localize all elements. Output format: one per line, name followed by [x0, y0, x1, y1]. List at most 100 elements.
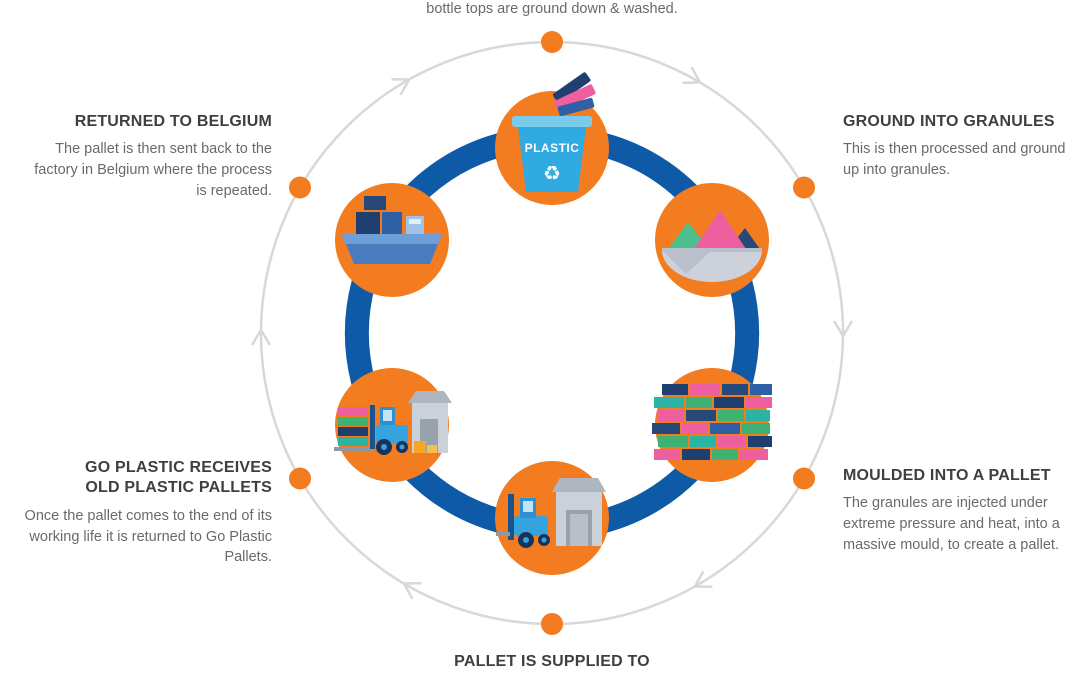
- forklift-warehouse-icon: [496, 478, 606, 548]
- pallet-block: [746, 397, 772, 408]
- step-dot: [793, 467, 815, 490]
- bin-body: [518, 127, 586, 192]
- cargo-ship-icon: [342, 196, 442, 264]
- forklift-fork: [496, 532, 510, 536]
- forklift-fork: [334, 447, 372, 451]
- step-title: MOULDED INTO A PALLET: [843, 467, 1051, 484]
- pallet-block: [748, 436, 772, 447]
- step-dot: [289, 176, 311, 199]
- forklift-mast: [508, 494, 514, 540]
- bowl-facet: [662, 250, 712, 274]
- step-title: RETURNED TO BELGIUM: [74, 113, 272, 130]
- pallet-block: [658, 436, 688, 447]
- bottom-step-title: PALLET IS SUPPLIED TO: [454, 653, 650, 670]
- granules-bowl-icon: [662, 210, 762, 282]
- ship-container: [364, 196, 386, 210]
- connector-arc: [728, 279, 759, 387]
- pallet-block: [654, 449, 680, 460]
- step-title: GROUND INTO GRANULES: [843, 113, 1055, 130]
- pallet-block: [662, 384, 688, 395]
- crate: [414, 441, 426, 453]
- pallet-stack-icon: [652, 384, 772, 460]
- cycle-connector-arcs: [345, 133, 759, 533]
- forklift-pallets-icon: [334, 391, 452, 455]
- cycle-step-dots: [289, 31, 815, 635]
- pallet-block: [718, 436, 746, 447]
- pallet-block: [686, 410, 716, 421]
- forklift-mast: [370, 405, 375, 449]
- warehouse-roof: [408, 391, 452, 403]
- pallet-block: [686, 397, 712, 408]
- step-dot: [793, 176, 815, 199]
- pallet-block: [750, 384, 772, 395]
- pallet-layer: [338, 417, 368, 426]
- ship-wheelhouse: [406, 216, 424, 234]
- bowl-rim: [662, 248, 762, 252]
- step-dot: [541, 613, 563, 635]
- plastic-piece: [557, 97, 595, 117]
- arrow-icon: [391, 77, 412, 96]
- pallet-block: [746, 410, 770, 421]
- arrow-icon: [682, 66, 703, 85]
- arrow-icon: [692, 570, 713, 589]
- recycling-bin-icon: PLASTIC ♻: [512, 72, 596, 192]
- warehouse-roof: [552, 478, 606, 492]
- cycle-direction-arrows: [250, 66, 854, 600]
- pallet-block: [740, 449, 768, 460]
- forklift-wheel-hub: [523, 537, 529, 543]
- arrow-icon: [250, 327, 272, 346]
- top-step-caption: bottle tops are ground down & washed.: [426, 1, 678, 17]
- step-dot: [541, 31, 563, 53]
- plastic-piece: [554, 84, 596, 111]
- ship-container: [356, 212, 380, 234]
- step-body: The granules are injected under extreme …: [843, 495, 1060, 553]
- forklift-wheel-hub: [381, 444, 387, 450]
- pallet-block: [690, 436, 716, 447]
- step-returned-to-belgium: RETURNED TO BELGIUM The pallet is then s…: [20, 112, 272, 201]
- pallet-block: [658, 410, 684, 421]
- pallet-block: [652, 423, 680, 434]
- pallet-block: [722, 384, 748, 395]
- pallet-blocks: [652, 384, 772, 460]
- step-body: The pallet is then sent back to the fact…: [34, 141, 272, 199]
- pallet-block: [718, 410, 744, 421]
- step-go-plastic-receives-old-pallets: GO PLASTIC RECEIVES OLD PLASTIC PALLETS …: [18, 458, 272, 568]
- plastic-waste-pieces: [552, 72, 596, 117]
- bin-rim: [512, 116, 592, 127]
- step-body: Once the pallet comes to the end of its …: [24, 507, 272, 566]
- bin-label: PLASTIC: [525, 141, 580, 155]
- pallet-block: [712, 449, 738, 460]
- forklift-wheel-hub: [541, 537, 547, 543]
- granule-pile-pink: [692, 210, 748, 252]
- warehouse-door-inner: [570, 514, 588, 546]
- connector-arc: [405, 133, 505, 204]
- arrow-icon: [401, 581, 422, 600]
- connector-arc: [599, 462, 699, 533]
- ship-hull-stripe: [342, 234, 442, 244]
- connector-arc: [599, 133, 699, 204]
- pallet-block: [710, 423, 740, 434]
- forklift-body: [376, 425, 408, 443]
- crate: [427, 445, 437, 453]
- pallet-layer: [338, 407, 368, 416]
- forklift-window: [523, 501, 533, 512]
- pallet-block: [742, 423, 770, 434]
- connector-arc: [345, 279, 376, 387]
- step-ground-into-granules: GROUND INTO GRANULES This is then proces…: [843, 112, 1071, 181]
- pallet-block: [682, 423, 708, 434]
- step-body: This is then processed and ground up int…: [843, 141, 1066, 179]
- forklift-body: [514, 516, 548, 536]
- arrow-icon: [832, 320, 854, 339]
- pallet-layer: [338, 427, 368, 436]
- step-title: GO PLASTIC RECEIVES OLD PLASTIC PALLETS: [85, 459, 272, 497]
- step-dot: [289, 467, 311, 490]
- pallet-block: [682, 449, 710, 460]
- pallet-block: [654, 397, 684, 408]
- pallet-layer: [338, 437, 368, 446]
- plastic-piece: [552, 72, 591, 103]
- ship-container: [382, 212, 402, 234]
- forklift-window: [383, 410, 392, 421]
- step-moulded-into-a-pallet: MOULDED INTO A PALLET The granules are i…: [843, 466, 1078, 555]
